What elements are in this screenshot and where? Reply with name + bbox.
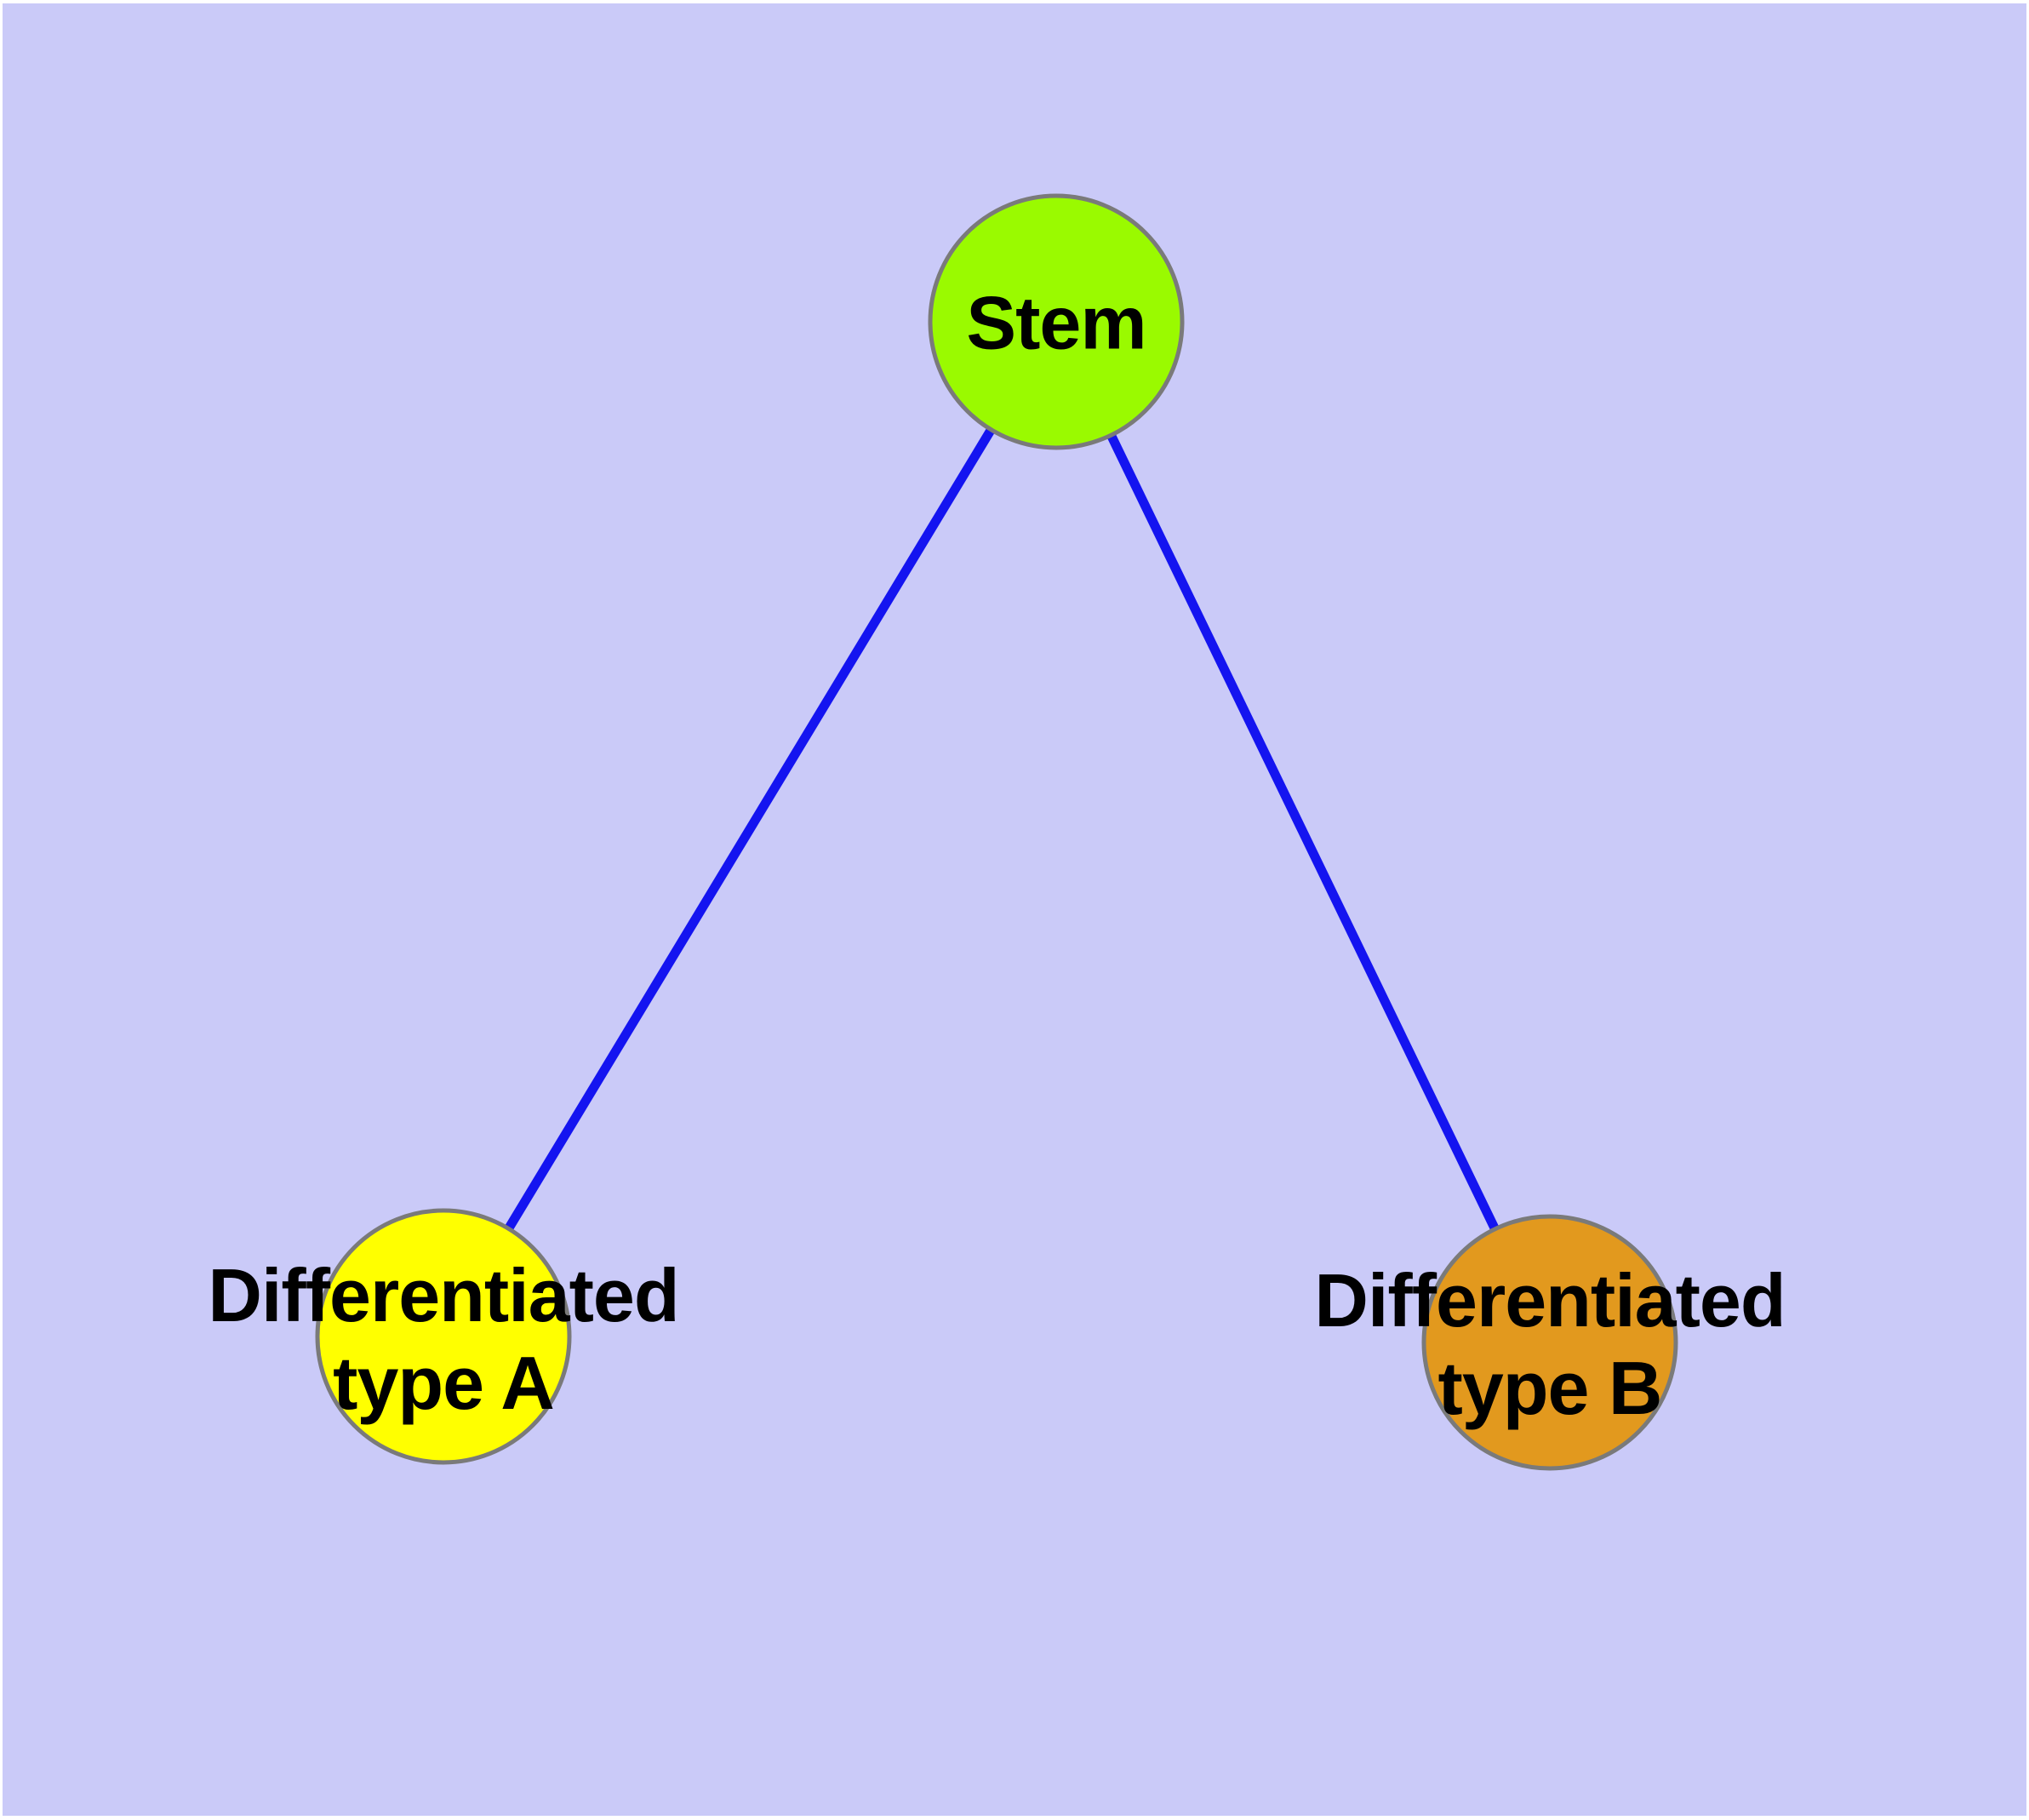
edge-stem-to-type-a xyxy=(439,319,1060,1339)
node-differentiated-type-b-circle xyxy=(1421,1214,1678,1471)
graph-svg xyxy=(315,193,1678,1471)
node-stem-circle xyxy=(928,193,1185,450)
node-differentiated-type-a-circle xyxy=(315,1208,572,1465)
graph-canvas: Stem Differentiated type A Differentiate… xyxy=(3,3,2026,1816)
edge-stem-to-type-b xyxy=(1052,319,1554,1345)
